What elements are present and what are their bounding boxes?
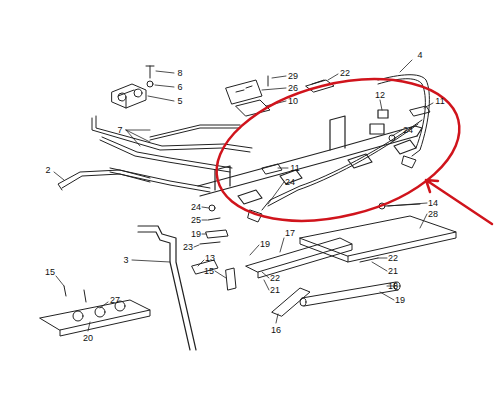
valve-assembly — [40, 286, 150, 336]
callout-number: 11 — [289, 163, 300, 173]
callout-number: 29 — [287, 71, 299, 81]
callout-number: 28 — [427, 209, 439, 219]
callout-number: 19 — [394, 295, 406, 305]
clip-11 — [410, 106, 430, 116]
callout-number: 24 — [190, 202, 202, 212]
tube-3 — [138, 226, 196, 350]
callout-number: 21 — [269, 285, 281, 295]
valve-bracket — [112, 66, 154, 108]
callout-number: 26 — [287, 83, 299, 93]
ignitor-wires — [248, 75, 429, 222]
leader-lines — [54, 60, 433, 331]
bar-17 — [246, 238, 378, 278]
callout-number: 7 — [116, 125, 123, 135]
highlight-ellipse — [202, 56, 475, 244]
callout-number: 17 — [284, 228, 296, 238]
callout-number: 8 — [176, 68, 183, 78]
tube-3 — [138, 232, 190, 350]
callout-number: 15 — [203, 266, 215, 276]
callout-number: 14 — [427, 198, 439, 208]
callout-number: 22 — [269, 273, 281, 283]
callout-number: 6 — [176, 82, 183, 92]
callout-number: 24 — [402, 125, 414, 135]
callout-number: 22 — [387, 253, 399, 263]
callout-number: 25 — [190, 215, 202, 225]
callout-number: 19 — [190, 229, 202, 239]
callout-number: 20 — [82, 333, 94, 343]
callout-number: 21 — [387, 266, 399, 276]
callout-number: 19 — [259, 239, 271, 249]
callout-number: 5 — [176, 96, 183, 106]
callout-number: 24 — [284, 177, 296, 187]
gas-tubes — [92, 116, 252, 192]
part-15 — [226, 268, 236, 290]
manifold — [198, 110, 422, 204]
callout-number: 23 — [182, 242, 194, 252]
callout-number: 22 — [339, 68, 351, 78]
callout-number: 15 — [44, 267, 56, 277]
callout-number: 11 — [434, 96, 445, 106]
tube-2 — [58, 170, 150, 190]
highlight-arrow — [426, 180, 492, 224]
callout-number: 10 — [287, 96, 299, 106]
callout-number: 16 — [270, 325, 282, 335]
callout-number: 18 — [387, 281, 399, 291]
callout-number: 12 — [374, 90, 386, 100]
callout-number: 4 — [416, 50, 423, 60]
rod-18 — [272, 282, 400, 316]
tube-2 — [62, 174, 150, 188]
fittings — [200, 135, 395, 244]
callout-number: 13 — [204, 253, 216, 263]
callout-number: 3 — [122, 255, 129, 265]
callout-number: 2 — [44, 165, 51, 175]
plate-28 — [300, 203, 456, 262]
callout-number: 27 — [109, 295, 121, 305]
